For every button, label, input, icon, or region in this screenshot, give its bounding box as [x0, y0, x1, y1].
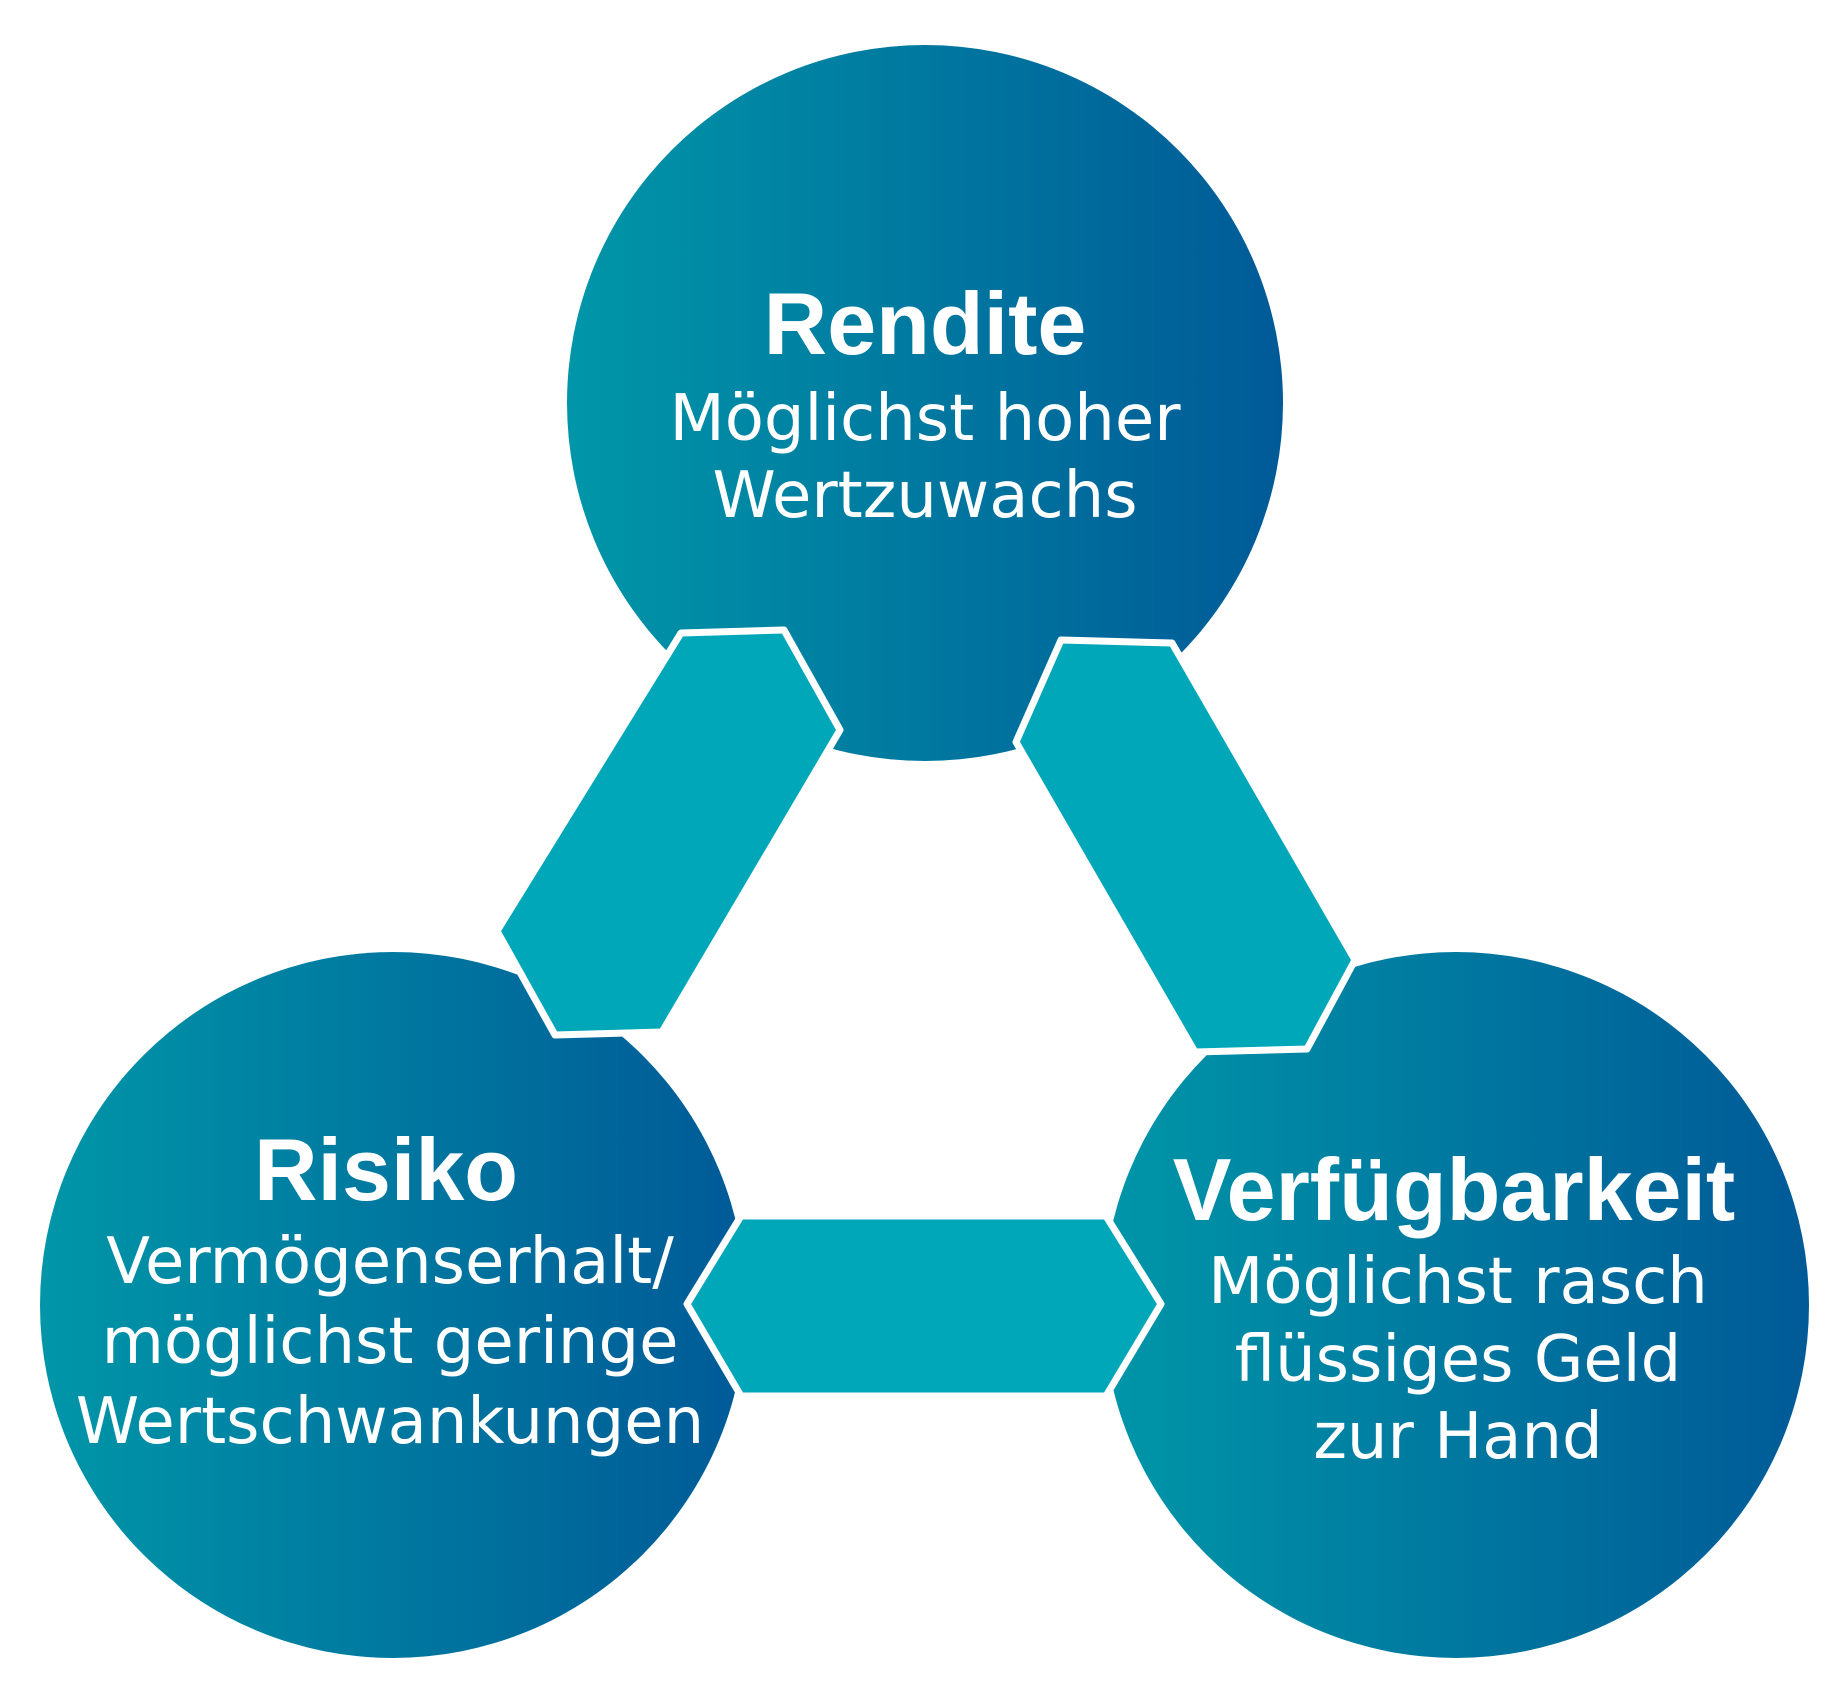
- verfuegbarkeit-line-2: flüssiges Geld: [1235, 1323, 1681, 1397]
- risiko-line-2: möglichst geringe: [102, 1305, 679, 1379]
- rendite-line-2: Wertzuwachs: [712, 459, 1137, 533]
- risiko-circle: [40, 952, 746, 1658]
- verfuegbarkeit-title: Verfügbarkeit: [1173, 1140, 1735, 1239]
- verfuegbarkeit-line-3: zur Hand: [1313, 1400, 1602, 1474]
- risiko-line-1: Vermögenserhalt/: [106, 1225, 674, 1299]
- rendite-circle: [567, 45, 1283, 761]
- connector-rendite-risiko: [493, 626, 844, 1039]
- verfuegbarkeit-line-1: Möglichst rasch: [1208, 1245, 1708, 1319]
- verfuegbarkeit-circle: [1103, 952, 1809, 1658]
- risiko-line-3: Wertschwankungen: [76, 1385, 704, 1459]
- rendite-line-1: Möglichst hoher: [669, 382, 1181, 456]
- rendite-title: Rendite: [764, 274, 1087, 373]
- risiko-title: Risiko: [254, 1120, 518, 1219]
- connector-rendite-verfuegbarkeit: [1012, 636, 1359, 1056]
- connector-risiko-verfuegbarkeit: [683, 1212, 1165, 1400]
